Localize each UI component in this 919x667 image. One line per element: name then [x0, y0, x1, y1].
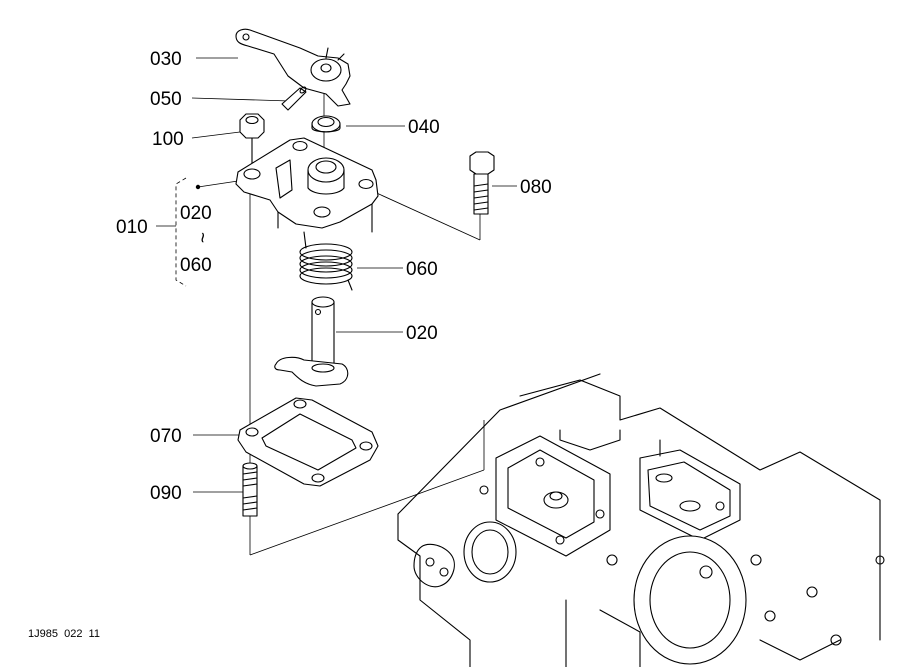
callout-080: 080: [520, 177, 552, 198]
part-050-pin: [281, 86, 307, 111]
part-040-seal: [311, 115, 341, 133]
callout-050: 050: [150, 89, 182, 110]
callout-010: 010: [116, 217, 148, 238]
part-070-gasket: [237, 397, 379, 487]
group-range-tilde: ~: [191, 232, 212, 243]
part-090-stud: [242, 462, 258, 517]
callout-040: 040: [408, 117, 440, 138]
callout-100: 100: [152, 129, 184, 150]
part-060-spring: [299, 231, 353, 291]
engine-block: [397, 373, 885, 667]
group-range-start-020: 020: [180, 203, 212, 224]
callout-090: 090: [150, 483, 182, 504]
callout-020: 020: [406, 323, 438, 344]
callout-labels: 030 050 100 040 080 010 020 ~ 060 060 02…: [28, 49, 552, 640]
part-100-nut: [239, 113, 265, 169]
part-housing: [235, 137, 379, 233]
drawing-code: 1J985 022 11: [28, 628, 100, 640]
part-030-lever: [235, 28, 351, 107]
callout-070: 070: [150, 426, 182, 447]
callout-030: 030: [150, 49, 182, 70]
group-range-end-060: 060: [180, 255, 212, 276]
part-020-shaft: [274, 296, 349, 387]
leader-lines: [156, 57, 517, 556]
part-080-bolt: [469, 151, 495, 215]
callout-060: 060: [406, 259, 438, 280]
